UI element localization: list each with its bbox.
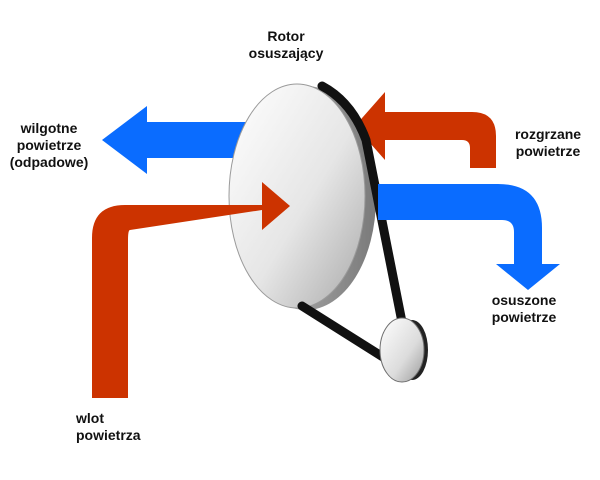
dried-air-label-line-2: powietrze (491, 309, 557, 325)
humid-air-label-line-1: wilgotne (20, 120, 78, 136)
drive-belt-lower (297, 301, 399, 369)
rotor-label: Rotor osuszający (226, 28, 346, 62)
heated-air-arrow (355, 92, 496, 168)
motor-pulley (379, 317, 425, 383)
rotor-label-line-2: osuszający (248, 45, 324, 61)
air-inlet-label-line-2: powietrza (76, 427, 141, 443)
heated-air-label: rozgrzane powietrze (506, 126, 590, 160)
dried-air-arrow (378, 184, 560, 290)
heated-air-label-line-1: rozgrzane (514, 126, 582, 142)
heated-air-label-line-2: powietrze (515, 143, 581, 159)
rotor-label-line-1: Rotor (267, 28, 305, 44)
air-inlet-label: wlot powietrza (76, 410, 176, 444)
dried-air-label: osuszone powietrze (482, 292, 566, 326)
humid-air-label: wilgotne powietrze (odpadowe) (4, 120, 94, 171)
air-inlet-label-line-1: wlot (76, 410, 104, 426)
humid-air-label-line-2: powietrze (16, 137, 82, 153)
drive-belt (317, 81, 407, 327)
dried-air-label-line-1: osuszone (491, 292, 557, 308)
humid-air-label-line-3: (odpadowe) (9, 154, 89, 170)
rotor-wheel (228, 83, 366, 309)
air-inlet-arrow (92, 182, 290, 398)
